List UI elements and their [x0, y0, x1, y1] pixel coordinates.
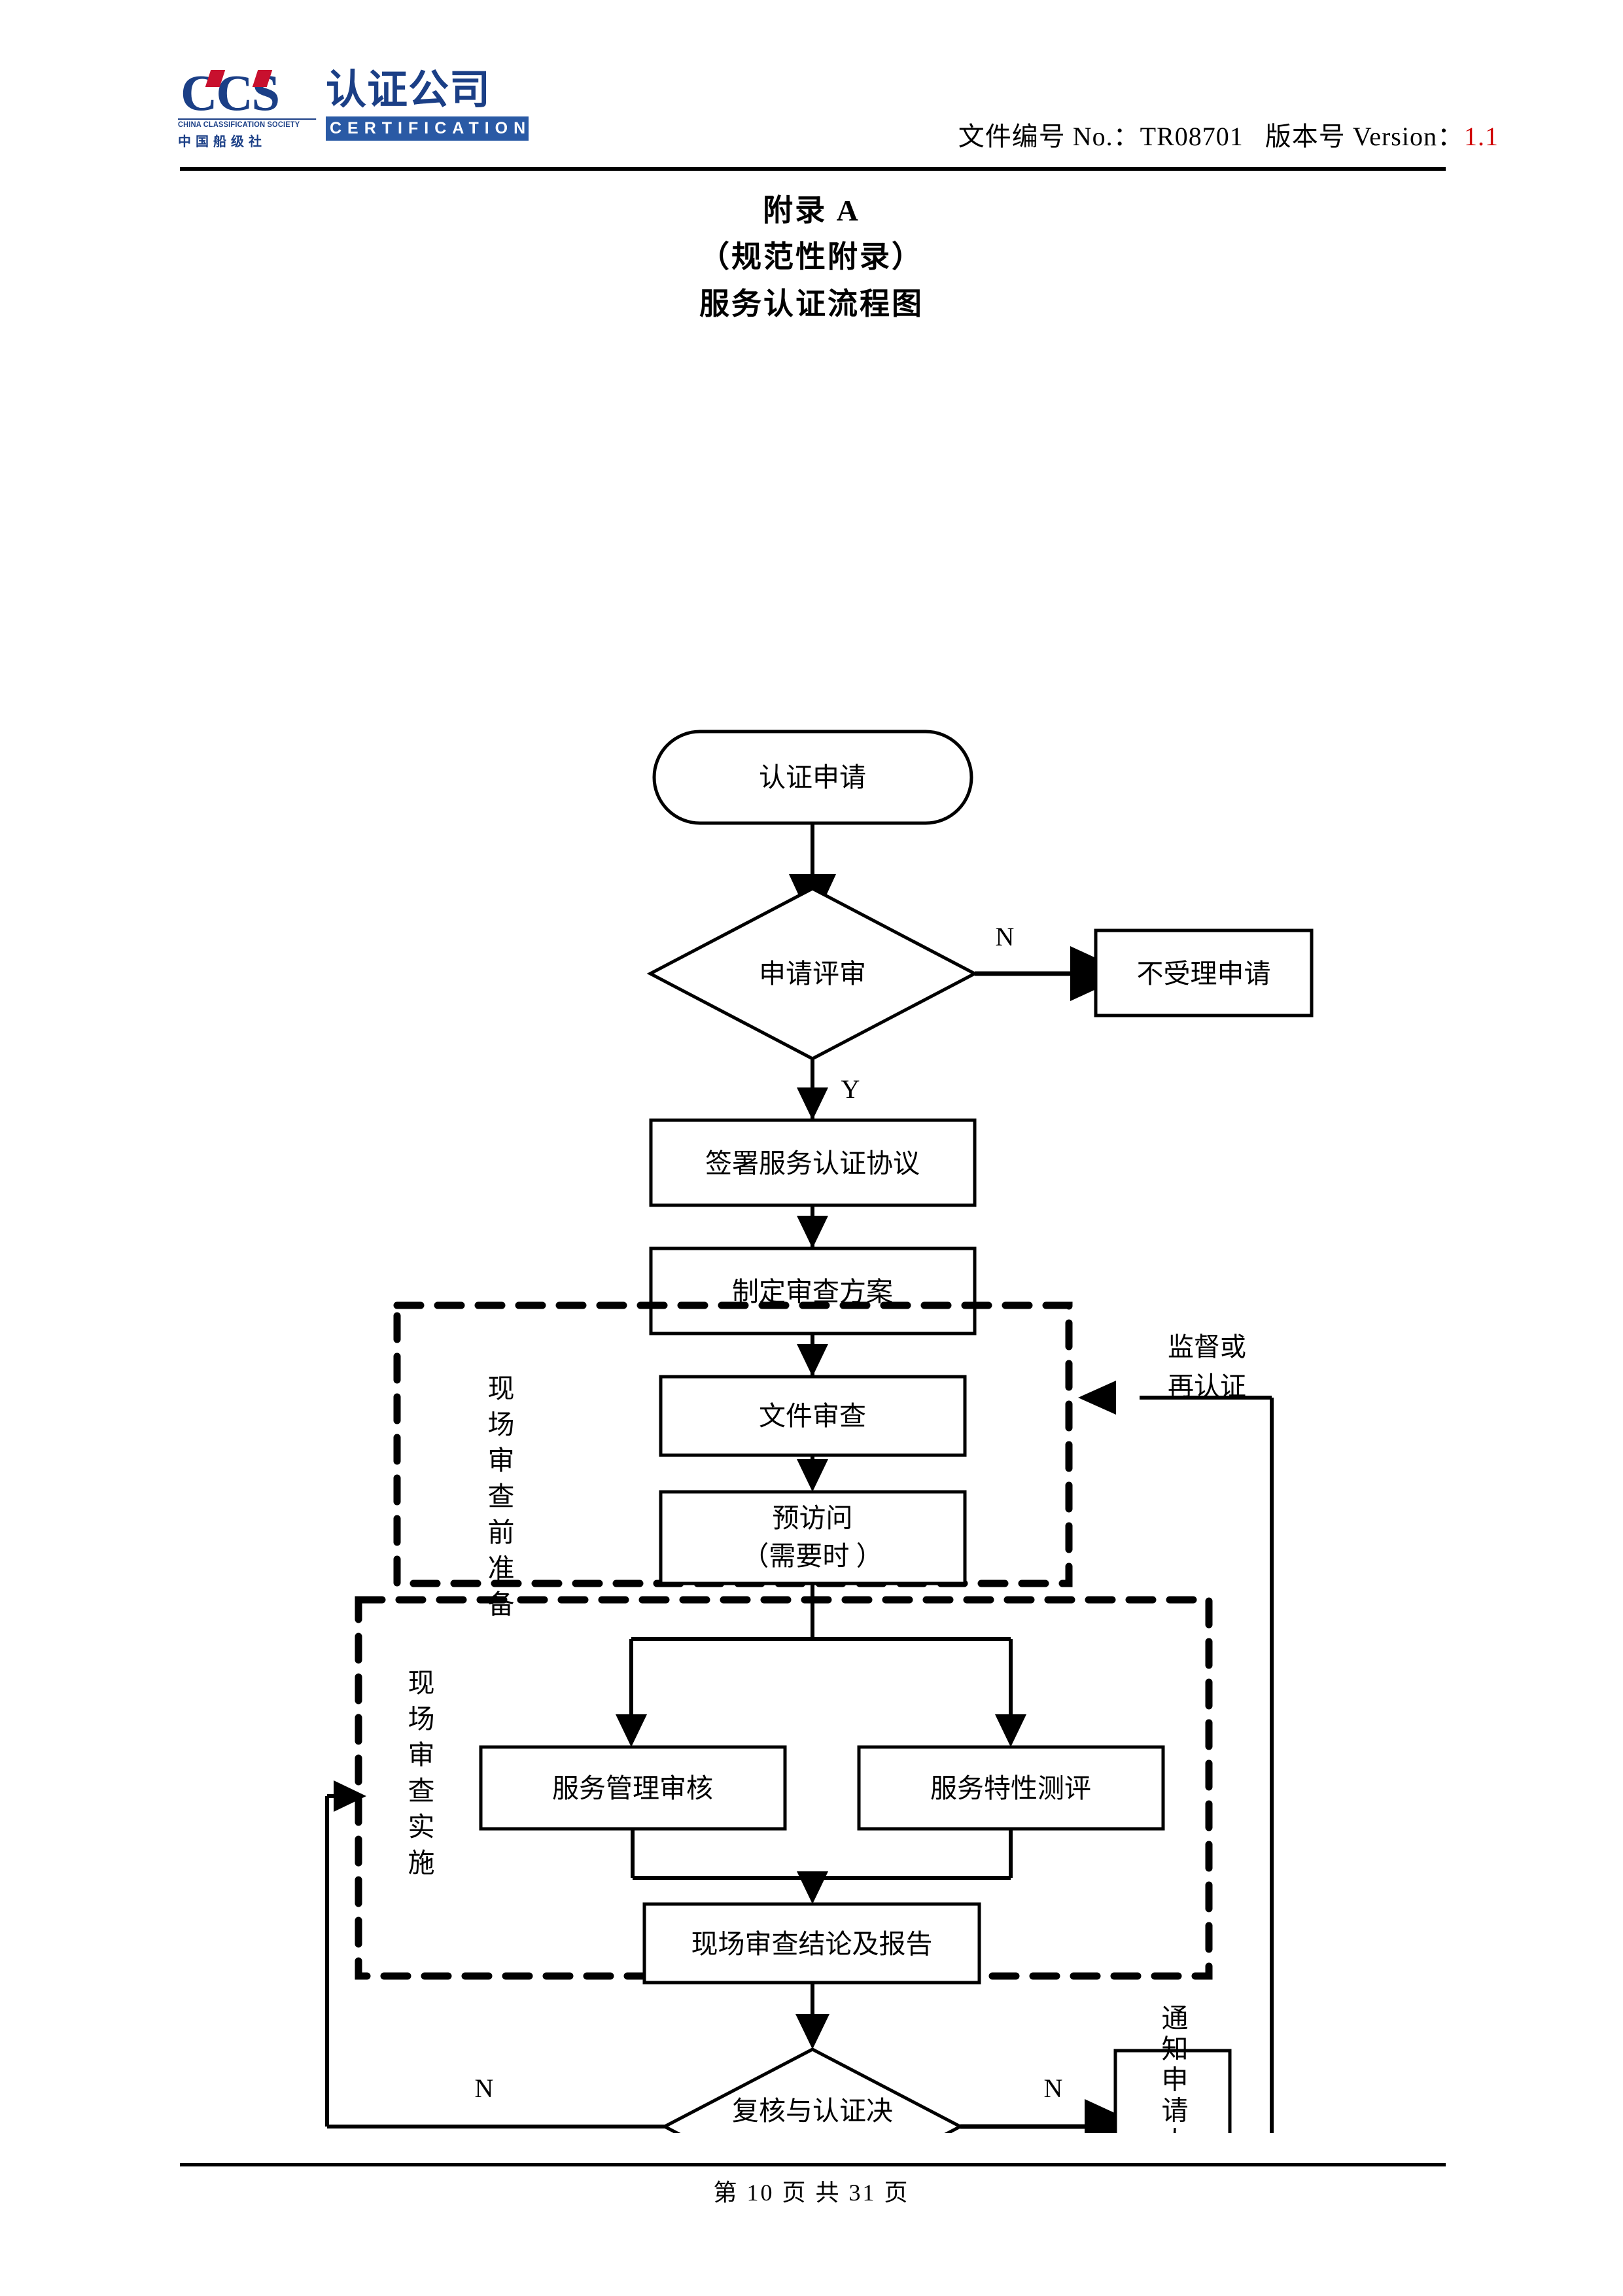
ccs-logo: CCS CHINA CLASSIFICATION SOCIETY 中国船级社 认…: [178, 67, 531, 177]
node-reject: 不受理申请: [1094, 928, 1314, 1017]
arrowhead-to-doc-review: [797, 1344, 828, 1377]
edge-label-surveillance-line1: 监督或: [1168, 1332, 1246, 1362]
node-start: 认证申请: [652, 730, 973, 825]
group-box-onsite-exec: [355, 1596, 1213, 1980]
node-previsit-label-line2: （需要时 ）: [742, 1541, 882, 1571]
header-divider: [180, 167, 1446, 171]
node-final-decision-label-line1: 复核与认证决: [732, 2096, 893, 2126]
arrowhead-to-decision: [795, 2014, 829, 2049]
logo-english-subtitle: CHINA CLASSIFICATION SOCIETY: [178, 118, 317, 129]
node-service-feature-eval-label: 服务特性测评: [930, 1773, 1091, 1803]
node-service-feature-eval: 服务特性测评: [857, 1745, 1165, 1831]
logo-ccs-mark: CCS: [178, 67, 322, 118]
arrowhead-to-previsit: [797, 1459, 828, 1492]
node-notify-applicant-label: 通知申请人: [1157, 2004, 1188, 2134]
node-sign-agreement-label: 签署服务认证协议: [705, 1148, 920, 1178]
normative-subtitle: （规范性附录）: [699, 240, 924, 274]
node-make-plan-label: 制定审查方案: [732, 1277, 893, 1307]
service-certification-flowchart: 认证申请 申请评审 N 不受理申请 Y 签署服务认证协议 制定审查方案: [0, 353, 1623, 2133]
edge-label-decision-no-right: N: [1044, 2074, 1063, 2103]
document-metadata: 文件编号 No.：TR08701 版本号 Version：1.1: [958, 115, 1499, 153]
doc-no-label: 文件编号 No.：: [958, 122, 1140, 151]
logo-certification-band: CERTIFICATION: [326, 116, 529, 141]
node-make-plan: 制定审查方案: [649, 1246, 977, 1335]
doc-no-value: TR08701: [1140, 122, 1244, 151]
edge-label-decision-no-left: N: [475, 2074, 494, 2103]
node-service-mgmt-audit-label: 服务管理审核: [552, 1773, 713, 1803]
page-header: CCS CHINA CLASSIFICATION SOCIETY 中国船级社 认…: [0, 0, 1623, 196]
arrowhead-to-conclusion: [797, 1871, 828, 1904]
arrowhead-to-service-mgmt: [616, 1714, 647, 1747]
arrowhead-to-plan: [797, 1216, 828, 1248]
version-value: 1.1: [1464, 122, 1499, 151]
node-notify-applicant: 通知申请人: [1113, 2004, 1232, 2134]
node-review-decision-label: 申请评审: [759, 959, 866, 989]
group-box-pre-onsite: [393, 1301, 1073, 1587]
node-onsite-conclusion-label: 现场审查结论及报告: [691, 1929, 933, 1959]
edge-label-surveillance-line2: 再认证: [1168, 1371, 1246, 1401]
edge-label-review-no: N: [996, 922, 1015, 951]
node-previsit-label-line1: 预访问: [773, 1503, 853, 1533]
group-label-onsite-exec: 现场审查实施: [404, 1669, 434, 1884]
page-number: 第 10 页 共 31 页: [713, 2180, 910, 2206]
logo-chinese-subtitle: 中国船级社: [178, 135, 266, 150]
page-title: 附录 A: [763, 194, 860, 227]
node-onsite-conclusion: 现场审查结论及报告: [642, 1902, 981, 1985]
version-label: 版本号 Version：: [1265, 122, 1464, 151]
node-previsit: 预访问 （需要时 ）: [659, 1490, 967, 1585]
node-doc-review-label: 文件审查: [759, 1401, 866, 1431]
node-review-decision: 申请评审: [646, 887, 979, 1061]
footer-divider: [180, 2163, 1446, 2166]
node-doc-review: 文件审查: [659, 1375, 967, 1457]
node-final-decision: 复核与认证决 定: [661, 2047, 964, 2133]
arrowhead-surveillance-loop: [1078, 1381, 1116, 1415]
node-start-label: 认证申请: [759, 762, 866, 792]
flowchart-title: 服务认证流程图: [699, 287, 924, 321]
arrowhead-loop-back: [334, 1780, 366, 1812]
arrowhead-to-service-eval: [995, 1714, 1026, 1747]
node-final-decision-label-line2: 定: [799, 2132, 826, 2133]
group-label-pre-onsite: 现场审查前准备: [483, 1374, 514, 1626]
appendix-titles: 附录 A （规范性附录） 服务认证流程图: [0, 187, 1623, 327]
logo-company-name: 认证公司: [326, 67, 491, 113]
node-service-mgmt-audit: 服务管理审核: [479, 1745, 787, 1831]
arrowhead-to-sign: [797, 1087, 828, 1120]
node-sign-agreement: 签署服务认证协议: [649, 1118, 977, 1207]
edge-label-review-yes: Y: [841, 1074, 860, 1104]
node-reject-label: 不受理申请: [1137, 959, 1271, 989]
